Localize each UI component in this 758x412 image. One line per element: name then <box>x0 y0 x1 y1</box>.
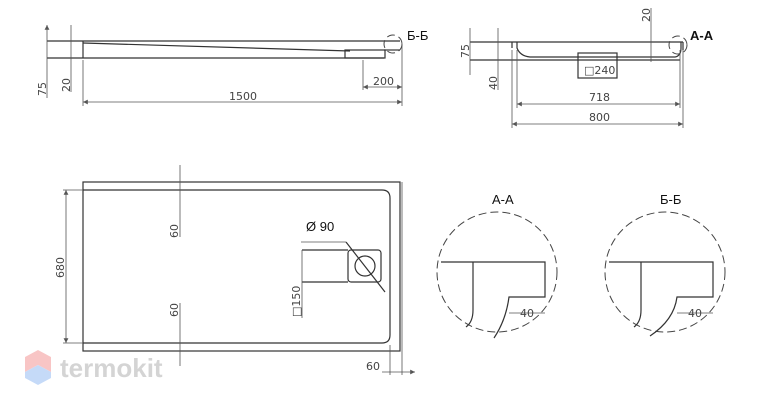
dim-leg: 40 <box>487 76 500 90</box>
side-view-long: 75 20 1500 200 Б-Б <box>36 25 428 106</box>
detail-dim: 40 <box>520 307 534 320</box>
dim-drain: □240 <box>584 64 615 77</box>
watermark-logo: termokit <box>25 350 163 385</box>
side-view-short: □240 75 40 20 718 800 А-А <box>459 8 714 128</box>
dim-drain-box: □150 <box>290 286 303 317</box>
dim-drain-offset: 200 <box>373 75 394 88</box>
dim-length: 1500 <box>229 90 257 103</box>
dim-height: 75 <box>459 44 472 58</box>
dim-side-margin: 60 <box>366 360 380 373</box>
dim-width: 800 <box>589 111 610 124</box>
dim-inner: 718 <box>589 91 610 104</box>
detail-b-b: Б-Б 40 <box>604 192 726 337</box>
detail-title: А-А <box>492 192 514 207</box>
dim-base: 20 <box>60 78 73 92</box>
dim-bottom-margin: 60 <box>168 303 181 317</box>
detail-a-a: А-А 40 <box>436 192 558 339</box>
dim-top-margin: 60 <box>168 224 181 238</box>
dim-drain-diameter: Ø 90 <box>306 219 334 234</box>
dim-height: 75 <box>36 82 49 96</box>
watermark-text: termokit <box>60 353 163 383</box>
plan-view: 680 60 60 Ø 90 □150 60 <box>54 165 415 375</box>
dim-inner-width: 680 <box>54 257 67 278</box>
section-label: А-А <box>690 28 714 43</box>
dim-rim: 20 <box>640 8 653 22</box>
section-marker-circle <box>383 34 403 54</box>
detail-dim: 40 <box>688 307 702 320</box>
drain-box <box>347 249 382 283</box>
drain-circle <box>354 255 376 277</box>
section-label: Б-Б <box>407 28 428 43</box>
section-marker-circle <box>668 35 688 55</box>
detail-title: Б-Б <box>660 192 681 207</box>
